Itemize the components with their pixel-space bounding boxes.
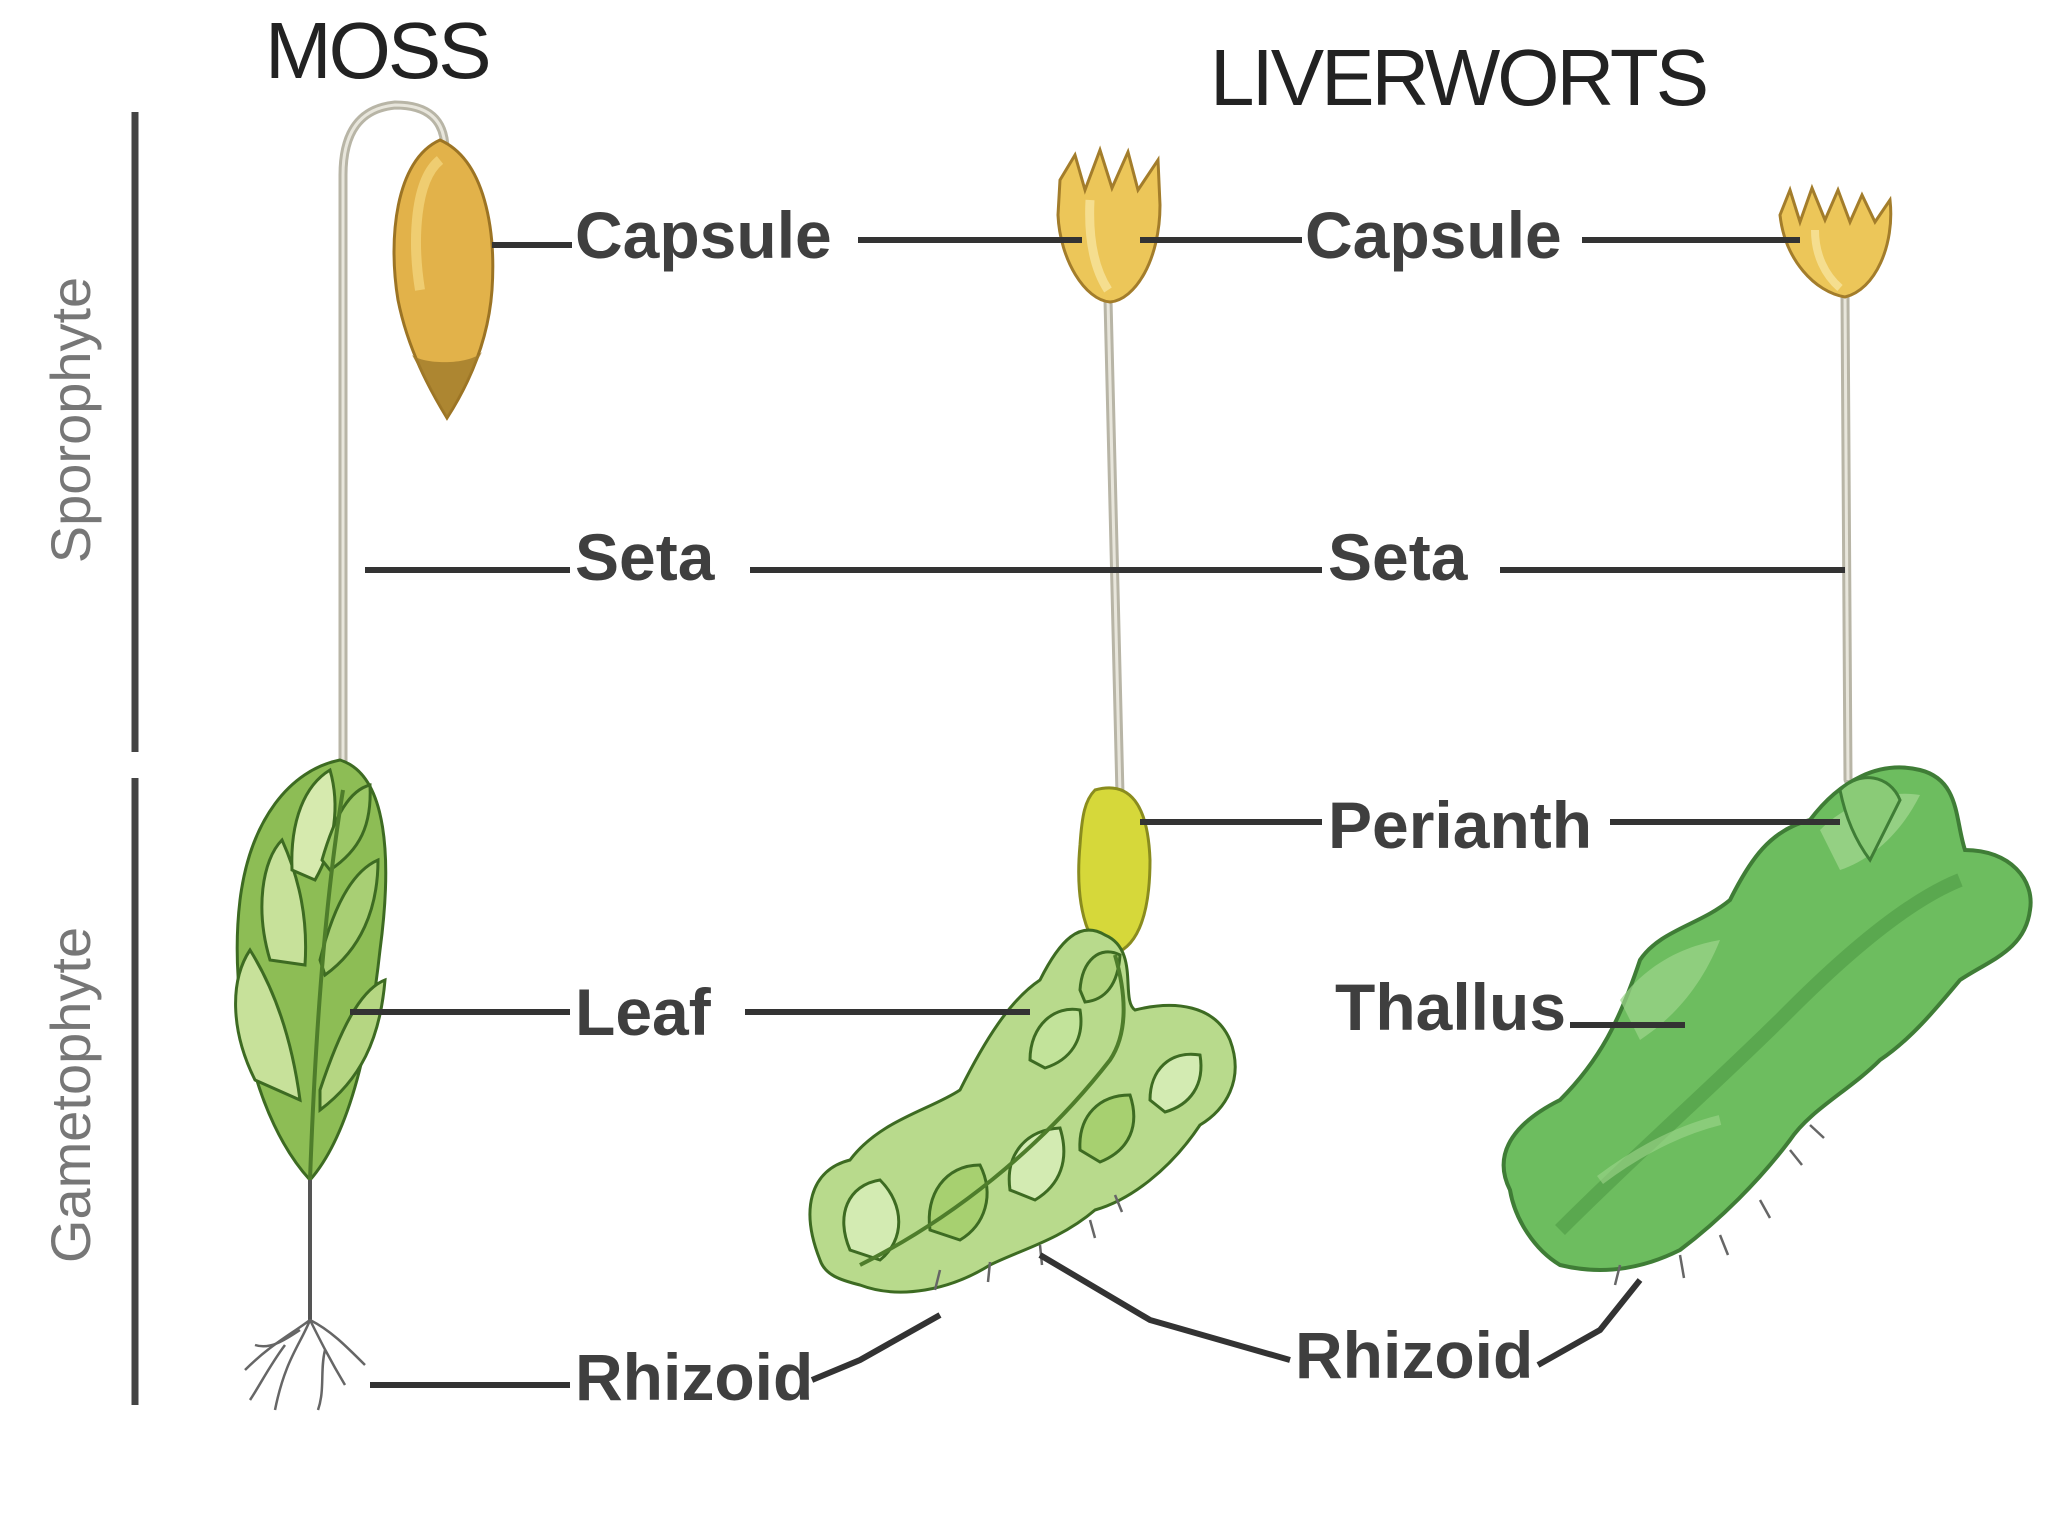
moss-plant (236, 105, 493, 1410)
moss-seta-label: Seta (575, 520, 716, 594)
leafy-liverwort-plant (810, 150, 1235, 1292)
thallus-label: Thallus (1335, 970, 1566, 1044)
moss-heading: MOSS (265, 6, 489, 95)
liverwort-rhizoid-label: Rhizoid (1295, 1318, 1533, 1392)
middle-capsule-shape (1058, 150, 1160, 302)
gametophyte-label: Gametophyte (39, 927, 102, 1263)
moss-capsule-label: Capsule (575, 198, 832, 272)
thalloid-liverwort-plant (1504, 188, 2031, 1285)
moss-rhizoid-label: Rhizoid (575, 1340, 813, 1414)
liverwort-seta-label: Seta (1328, 520, 1469, 594)
sporophyte-label: Sporophyte (39, 277, 102, 563)
perianth-label: Perianth (1328, 788, 1592, 862)
leaf-label: Leaf (575, 975, 712, 1049)
liverwort-capsule-label: Capsule (1305, 198, 1562, 272)
liverworts-heading: LIVERWORTS (1210, 33, 1706, 122)
